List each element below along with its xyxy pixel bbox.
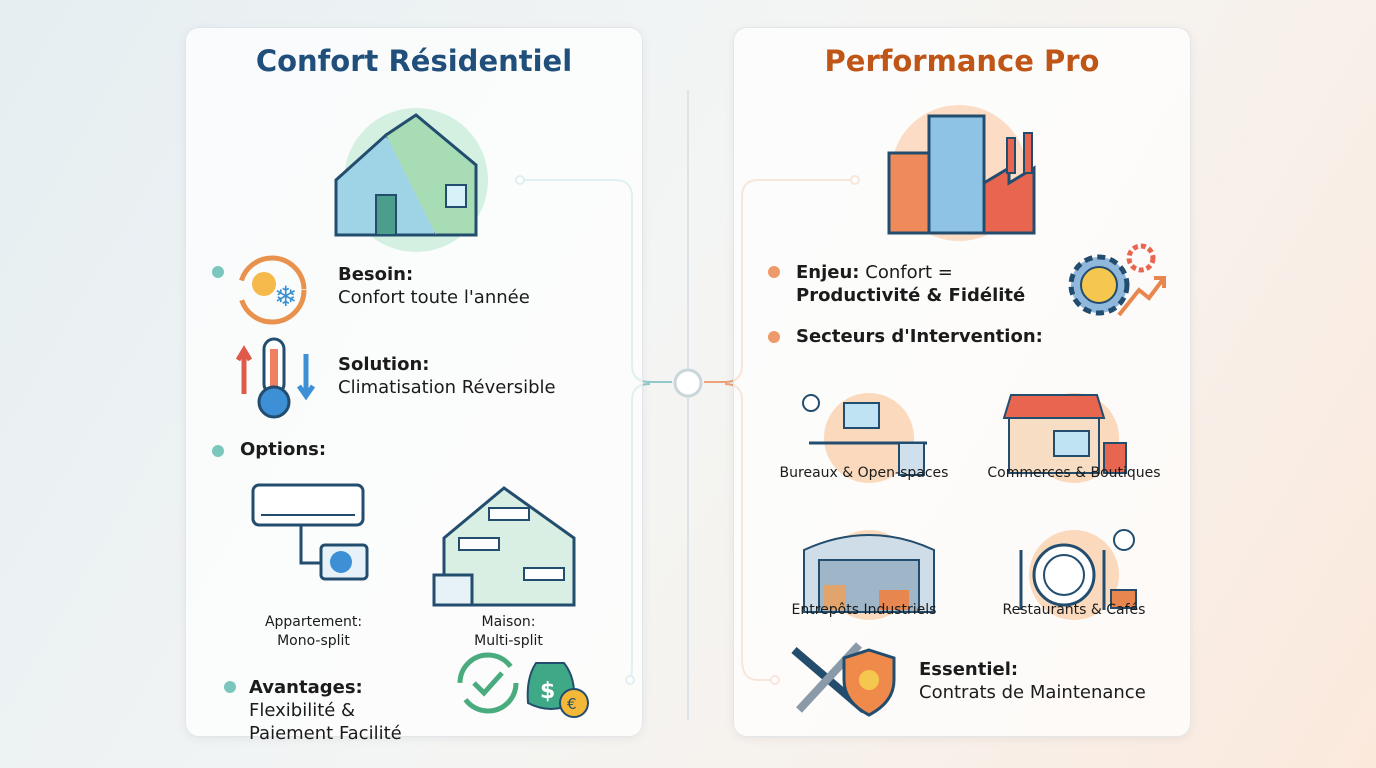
money-check-icon: $ € xyxy=(457,652,589,718)
house-icon xyxy=(334,108,488,252)
warehouse-icon xyxy=(803,530,935,620)
shop-icon xyxy=(1002,393,1127,483)
avantages-line2: Paiement Facilité xyxy=(249,723,402,744)
office-icon xyxy=(802,393,927,483)
solution-text: Climatisation Réversible xyxy=(338,377,556,398)
essentiel-label: Essentiel: xyxy=(919,659,1019,680)
sector-warehouses: Entrepôts Industriels xyxy=(791,602,937,618)
sector-restaurants: Restaurants & Cafés xyxy=(1002,602,1146,618)
svg-text:€: € xyxy=(567,695,577,713)
svg-text:$: $ xyxy=(540,679,555,704)
residential-title: Confort Résidentiel xyxy=(255,44,573,78)
avantages-label: Avantages: xyxy=(249,677,363,698)
secteurs-label: Secteurs d'Intervention: xyxy=(796,326,1043,347)
enjeu-label: Enjeu: xyxy=(796,262,860,283)
svg-text:❄: ❄ xyxy=(274,280,297,313)
options-label: Options: xyxy=(240,439,327,460)
bullet-dot xyxy=(224,681,236,693)
restaurant-icon xyxy=(1019,529,1137,620)
office-factory-icon xyxy=(887,105,1036,241)
avantages-line1: Flexibilité & xyxy=(249,700,356,721)
option-1-line2: Mono-split xyxy=(277,633,350,649)
besoin-label: Besoin: xyxy=(338,264,414,285)
maintenance-shield-icon xyxy=(791,642,896,717)
essentiel-text: Contrats de Maintenance xyxy=(919,682,1146,703)
option-2-line1: Maison: xyxy=(481,614,536,630)
residential-card: Confort Résidentiel ❄ Besoin:Confort tou… xyxy=(185,27,643,744)
bullet-dot xyxy=(212,445,224,457)
multi-split-house-icon xyxy=(432,486,576,607)
enjeu-line2: Productivité & Fidélité xyxy=(796,285,1026,306)
enjeu-text: Confort = xyxy=(865,262,953,283)
mono-split-icon xyxy=(251,483,369,581)
bullet-dot xyxy=(768,331,780,343)
bullet-dot xyxy=(768,266,780,278)
thermometer-icon xyxy=(235,337,316,419)
besoin-text: Confort toute l'année xyxy=(338,287,530,308)
sector-shops: Commerces & Boutiques xyxy=(987,465,1161,481)
option-1-line1: Appartement: xyxy=(264,614,363,630)
sector-offices: Bureaux & Open-spaces xyxy=(779,465,949,481)
pro-card: Performance Pro Enjeu: Confort =Producti… xyxy=(733,27,1191,737)
pro-title: Performance Pro xyxy=(824,44,1100,78)
gear-growth-icon xyxy=(1068,243,1166,317)
option-2-line2: Multi-split xyxy=(474,633,543,649)
sun-snowflake-cycle-icon: ❄ xyxy=(237,255,307,325)
bullet-dot xyxy=(212,266,224,278)
solution-label: Solution: xyxy=(338,354,430,375)
